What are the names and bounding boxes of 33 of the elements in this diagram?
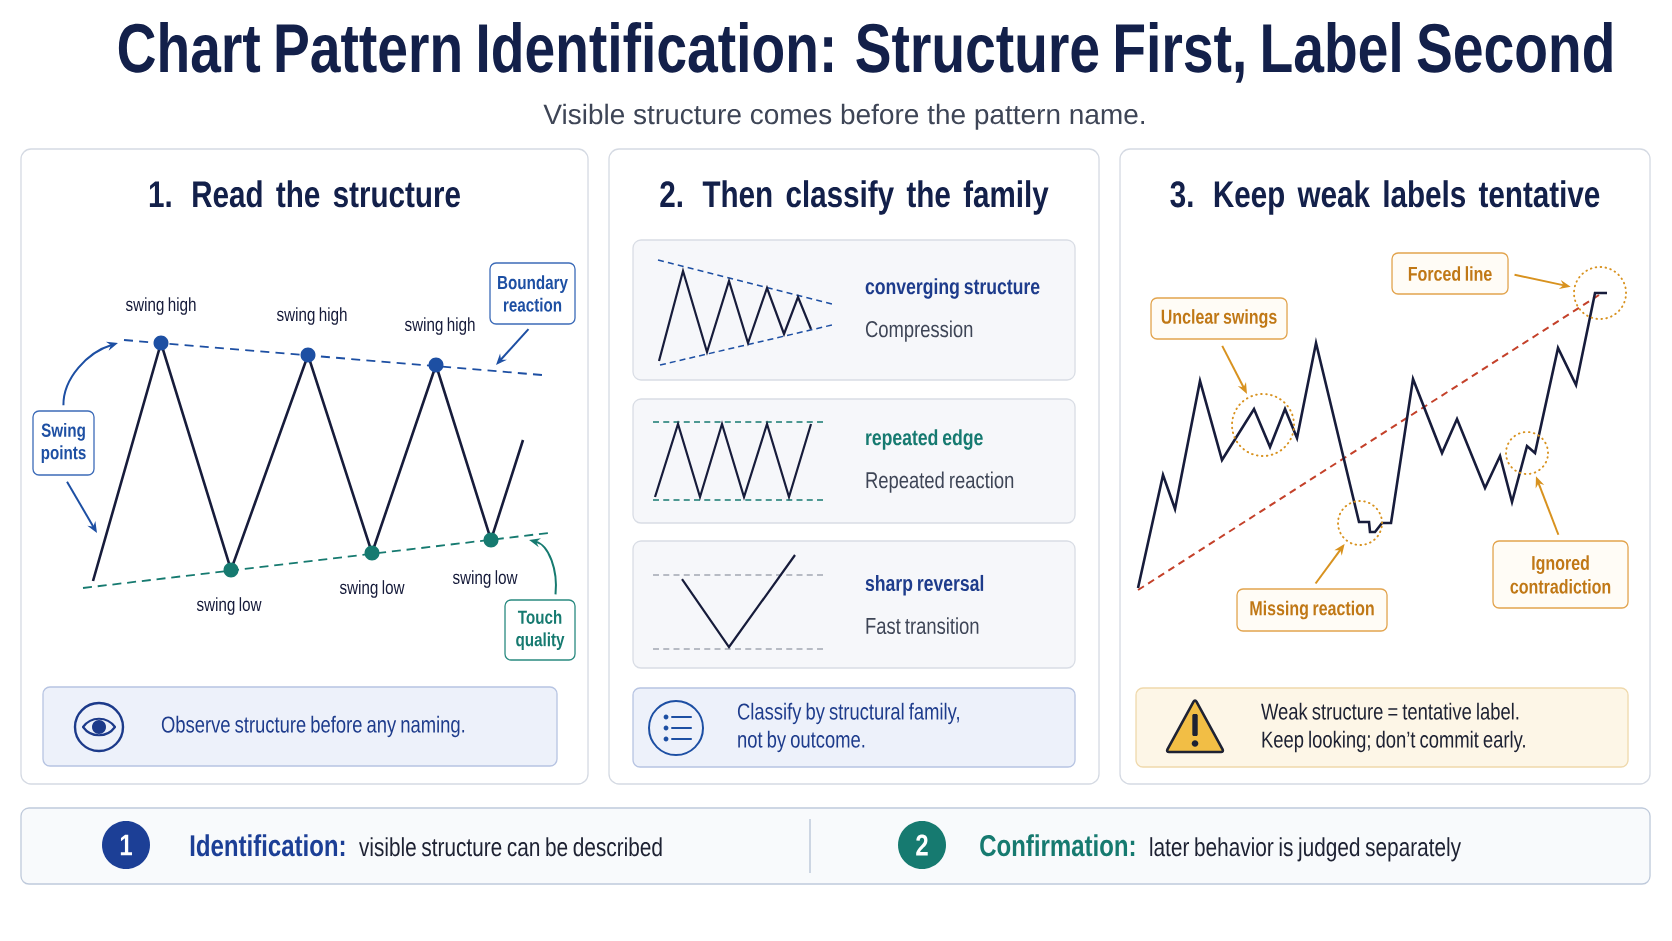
callout-tag: Missing reaction [1236, 588, 1388, 632]
step-title: Confirmation: [980, 834, 1135, 857]
dotted-circle [1231, 393, 1295, 457]
point-label: swing low [196, 597, 262, 615]
pattern-card: repeated edge Repeated reaction [632, 398, 1076, 524]
point-label: swing high [404, 317, 475, 335]
dotted-circle [1573, 266, 1627, 320]
point-label: swing high [125, 297, 196, 315]
dotted-circle [1505, 431, 1549, 475]
note-box: Classify by structural family, not by outcome. [632, 687, 1076, 768]
point-label: swing high [276, 307, 347, 325]
step-text: later behavior is judged separately [1150, 837, 1461, 862]
step-title: Identification: [190, 834, 345, 857]
callout-tag: Forced line [1391, 252, 1509, 295]
step-number: 1 [102, 821, 150, 869]
pattern-card: converging structure Compression [632, 239, 1076, 381]
step-text: visible structure can be described [359, 837, 662, 857]
note-box: Weak structure = tentative label. Keep looking; don’t commit early. [1135, 687, 1629, 768]
callout-tag: Ignored contradiction [1492, 540, 1629, 609]
step-number: 2 [898, 821, 946, 869]
summary-bar [20, 807, 1651, 885]
title: Chart Pattern Identification: Structure First, Label Second [118, 22, 1612, 83]
callout-tag: Touch quality [504, 599, 576, 661]
pattern-card: sharp reversal Fast transition [632, 540, 1076, 669]
leader-arrow [496, 328, 530, 365]
point-label: swing low [339, 580, 405, 598]
callout-tag: Swing points [32, 410, 95, 476]
callout-tag: Unclear swings [1150, 297, 1288, 340]
callout-tag: Boundary reaction [489, 262, 576, 325]
point-label: swing low [452, 570, 518, 588]
subtitle: Visible structure comes before the pattern name. [543, 103, 1145, 130]
dotted-circle [1337, 500, 1383, 546]
note-box: Observe structure before any naming. [42, 686, 558, 767]
